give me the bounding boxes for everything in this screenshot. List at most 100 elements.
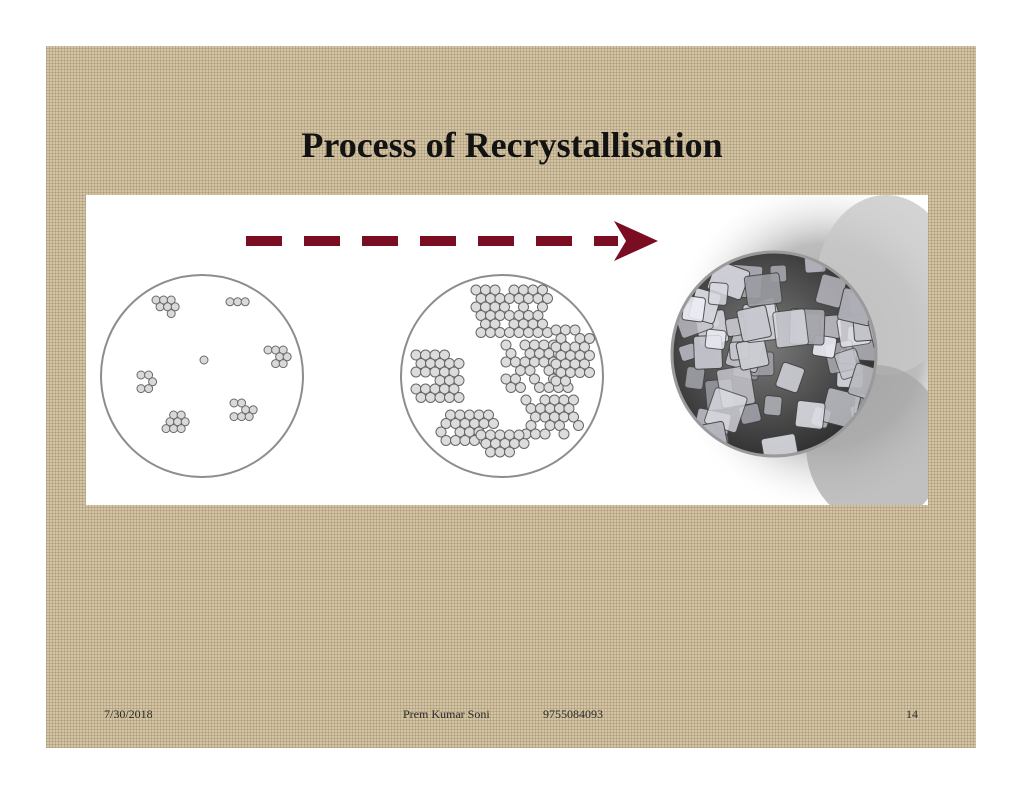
crystal-cell xyxy=(532,310,544,321)
crystal-cell xyxy=(248,405,258,415)
crystal-cell xyxy=(584,367,595,378)
crystal-cell xyxy=(435,426,447,438)
recrystallisation-figure xyxy=(86,195,928,505)
crystal-cell xyxy=(271,359,281,369)
crystal-cell xyxy=(136,384,146,394)
crystal-cell xyxy=(529,373,540,385)
crystal-cell xyxy=(518,438,530,449)
crystal-cell xyxy=(584,350,595,361)
crystal-cell xyxy=(278,345,288,355)
crystal-cell xyxy=(534,382,545,393)
crystal-cell xyxy=(513,429,525,441)
crystal-cell xyxy=(542,293,553,304)
crystal-cell xyxy=(161,424,171,434)
crystal-cell xyxy=(525,420,537,431)
crystal-cell xyxy=(229,398,239,408)
crystal-cell xyxy=(450,435,461,446)
crystal-cell xyxy=(483,409,494,421)
crystal xyxy=(736,304,772,343)
crystal-cell xyxy=(282,352,292,362)
crystal-cell xyxy=(568,394,579,406)
crystal xyxy=(867,312,876,350)
footer-page-number: 14 xyxy=(906,707,918,721)
crystal-cell xyxy=(523,327,534,338)
crystal-cell xyxy=(459,435,471,446)
crystal-cell xyxy=(500,356,512,368)
process-arrow xyxy=(246,221,658,261)
crystal-cell xyxy=(558,428,570,440)
crystal-cell xyxy=(434,392,446,403)
crystal-cell xyxy=(176,410,186,420)
crystal-cell xyxy=(569,324,581,336)
crystal-cell xyxy=(453,358,465,369)
crystal-cell xyxy=(515,382,526,393)
crystal-cell xyxy=(448,383,460,395)
crystal-cell xyxy=(489,318,501,330)
crystal-cell xyxy=(155,302,165,312)
crystal-cell xyxy=(513,327,525,338)
crystal-cell xyxy=(453,392,465,403)
footer-date: 7/30/2018 xyxy=(104,707,153,721)
crystal-cell xyxy=(237,398,247,408)
crystal-cell xyxy=(278,359,288,369)
crystal-cell xyxy=(176,424,186,434)
crystal-cell xyxy=(166,295,176,305)
crystal-cell xyxy=(568,411,579,423)
crystal-cell xyxy=(579,341,590,353)
crystal-cell xyxy=(494,446,506,458)
crystal-cell xyxy=(505,382,517,393)
grain-growth-panel xyxy=(400,274,604,478)
crystal-cell xyxy=(500,339,512,351)
footer-phone: 9755084093 xyxy=(543,707,603,721)
crystal-cell xyxy=(244,412,254,422)
crystal xyxy=(794,399,826,430)
crystal-cell xyxy=(240,297,250,307)
crystal-cell xyxy=(499,301,510,313)
slide-title: Process of Recrystallisation xyxy=(301,125,723,165)
crystal-cell xyxy=(489,284,501,296)
crystal-cell xyxy=(425,392,436,403)
crystal xyxy=(743,272,783,308)
crystal-cell xyxy=(574,367,586,378)
crystal-cell xyxy=(170,302,180,312)
crystal-cell xyxy=(144,370,154,380)
crystal xyxy=(704,328,727,351)
nuclei-panel xyxy=(100,274,304,478)
crystal-cell xyxy=(554,420,565,431)
crystal-cell xyxy=(537,318,548,330)
crystal-cell xyxy=(520,394,532,406)
crystal-cell xyxy=(148,377,158,387)
crystal-cell xyxy=(504,446,515,458)
crystal-cell xyxy=(537,284,548,296)
crystal xyxy=(763,395,783,417)
crystal-cell xyxy=(550,375,562,387)
crystal-cell xyxy=(420,366,431,378)
footer-author: Prem Kumar Soni xyxy=(403,707,490,721)
crystal-cell xyxy=(410,366,422,378)
crystal-cell xyxy=(180,417,190,427)
crystal-cell xyxy=(573,420,584,431)
crystal-cell xyxy=(505,348,517,359)
crystal-cell xyxy=(560,375,571,387)
crystal-cell xyxy=(485,446,496,458)
crystal-cell xyxy=(475,327,487,338)
crystal-cell xyxy=(504,327,515,338)
crystal-cell xyxy=(532,327,544,338)
crystal-cell xyxy=(518,301,529,313)
crystal-cell xyxy=(584,333,595,344)
crystal xyxy=(772,308,809,349)
crystal-cell xyxy=(136,370,146,380)
crystal-cell xyxy=(225,297,235,307)
crystal-cell xyxy=(169,424,179,434)
crystal-cell xyxy=(440,435,452,446)
crystal-cell xyxy=(415,392,427,403)
crystal-cell xyxy=(448,366,460,378)
crystal-cell xyxy=(485,327,496,338)
crystal-cell xyxy=(444,392,455,403)
crystal-cell xyxy=(555,333,567,344)
crystal-cell xyxy=(263,345,273,355)
crystal-cell xyxy=(166,309,176,319)
crystal xyxy=(707,281,729,306)
crystal-cell xyxy=(510,373,521,385)
crystal-cell xyxy=(453,375,465,386)
